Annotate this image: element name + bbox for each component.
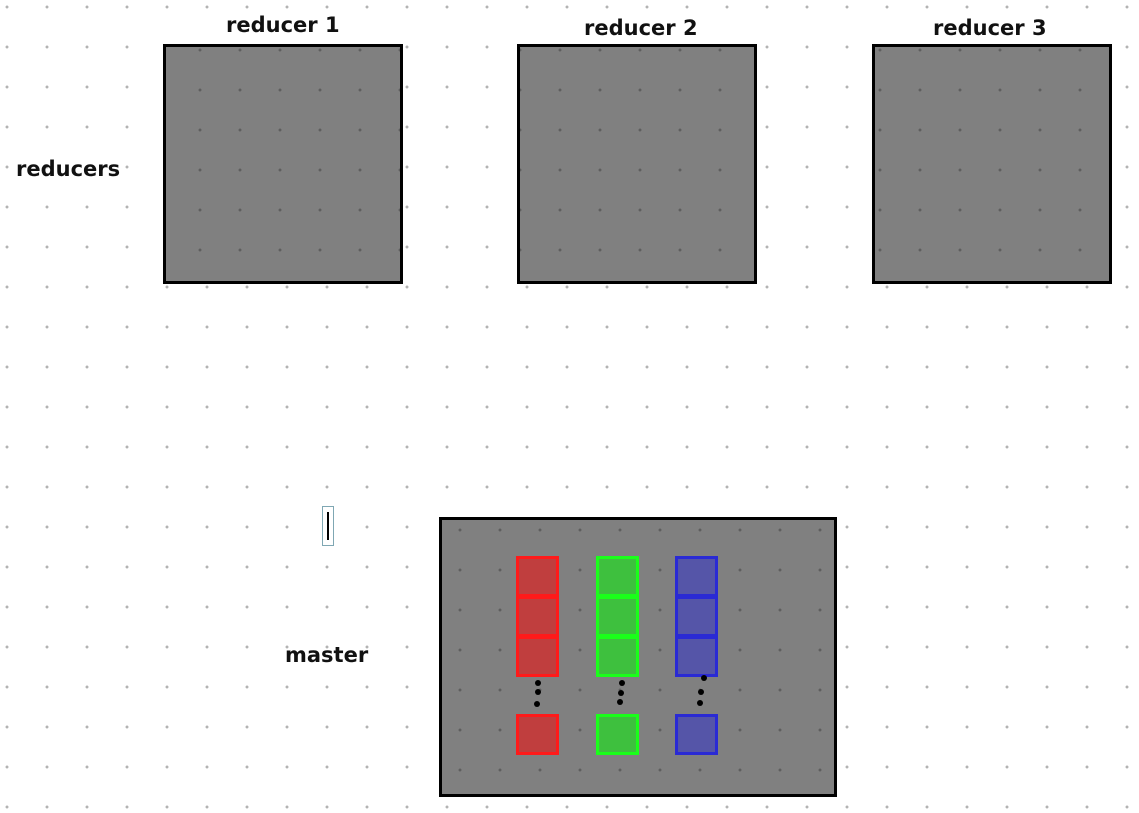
blue-queue-ellipsis-dot xyxy=(697,700,703,706)
blue-queue-cell[interactable] xyxy=(675,636,718,677)
red-queue-last-cell[interactable] xyxy=(516,714,559,755)
green-queue-last-cell[interactable] xyxy=(596,714,639,755)
reducer-2-title: reducer 2 xyxy=(584,16,698,40)
red-queue-cell[interactable] xyxy=(516,596,559,637)
green-queue-ellipsis-dot xyxy=(618,690,624,696)
red-queue-ellipsis-dot xyxy=(534,701,540,707)
red-queue-cell[interactable] xyxy=(516,556,559,597)
green-queue-ellipsis-dot xyxy=(617,699,623,705)
blue-queue-ellipsis-dot xyxy=(698,689,704,695)
red-queue-ellipsis-dot xyxy=(535,680,541,686)
blue-queue-last-cell[interactable] xyxy=(675,714,718,755)
text-caret xyxy=(327,512,329,540)
green-queue-cell[interactable] xyxy=(596,596,639,637)
reducer-3-title: reducer 3 xyxy=(933,16,1047,40)
reducer-1-title: reducer 1 xyxy=(226,13,340,37)
reducer-3-box[interactable] xyxy=(872,44,1112,284)
red-queue-ellipsis-dot xyxy=(535,689,541,695)
blue-queue-cell[interactable] xyxy=(675,556,718,597)
green-queue-cell[interactable] xyxy=(596,556,639,597)
text-input-cursor[interactable] xyxy=(322,506,334,546)
reducer-1-box[interactable] xyxy=(163,44,403,284)
reducer-2-box[interactable] xyxy=(517,44,757,284)
green-queue-ellipsis-dot xyxy=(619,680,625,686)
reducers-row-label: reducers xyxy=(16,157,121,181)
blue-queue-cell[interactable] xyxy=(675,596,718,637)
green-queue-cell[interactable] xyxy=(596,636,639,677)
blue-queue-ellipsis-dot xyxy=(701,675,707,681)
master-row-label: master xyxy=(285,643,369,667)
red-queue-cell[interactable] xyxy=(516,636,559,677)
